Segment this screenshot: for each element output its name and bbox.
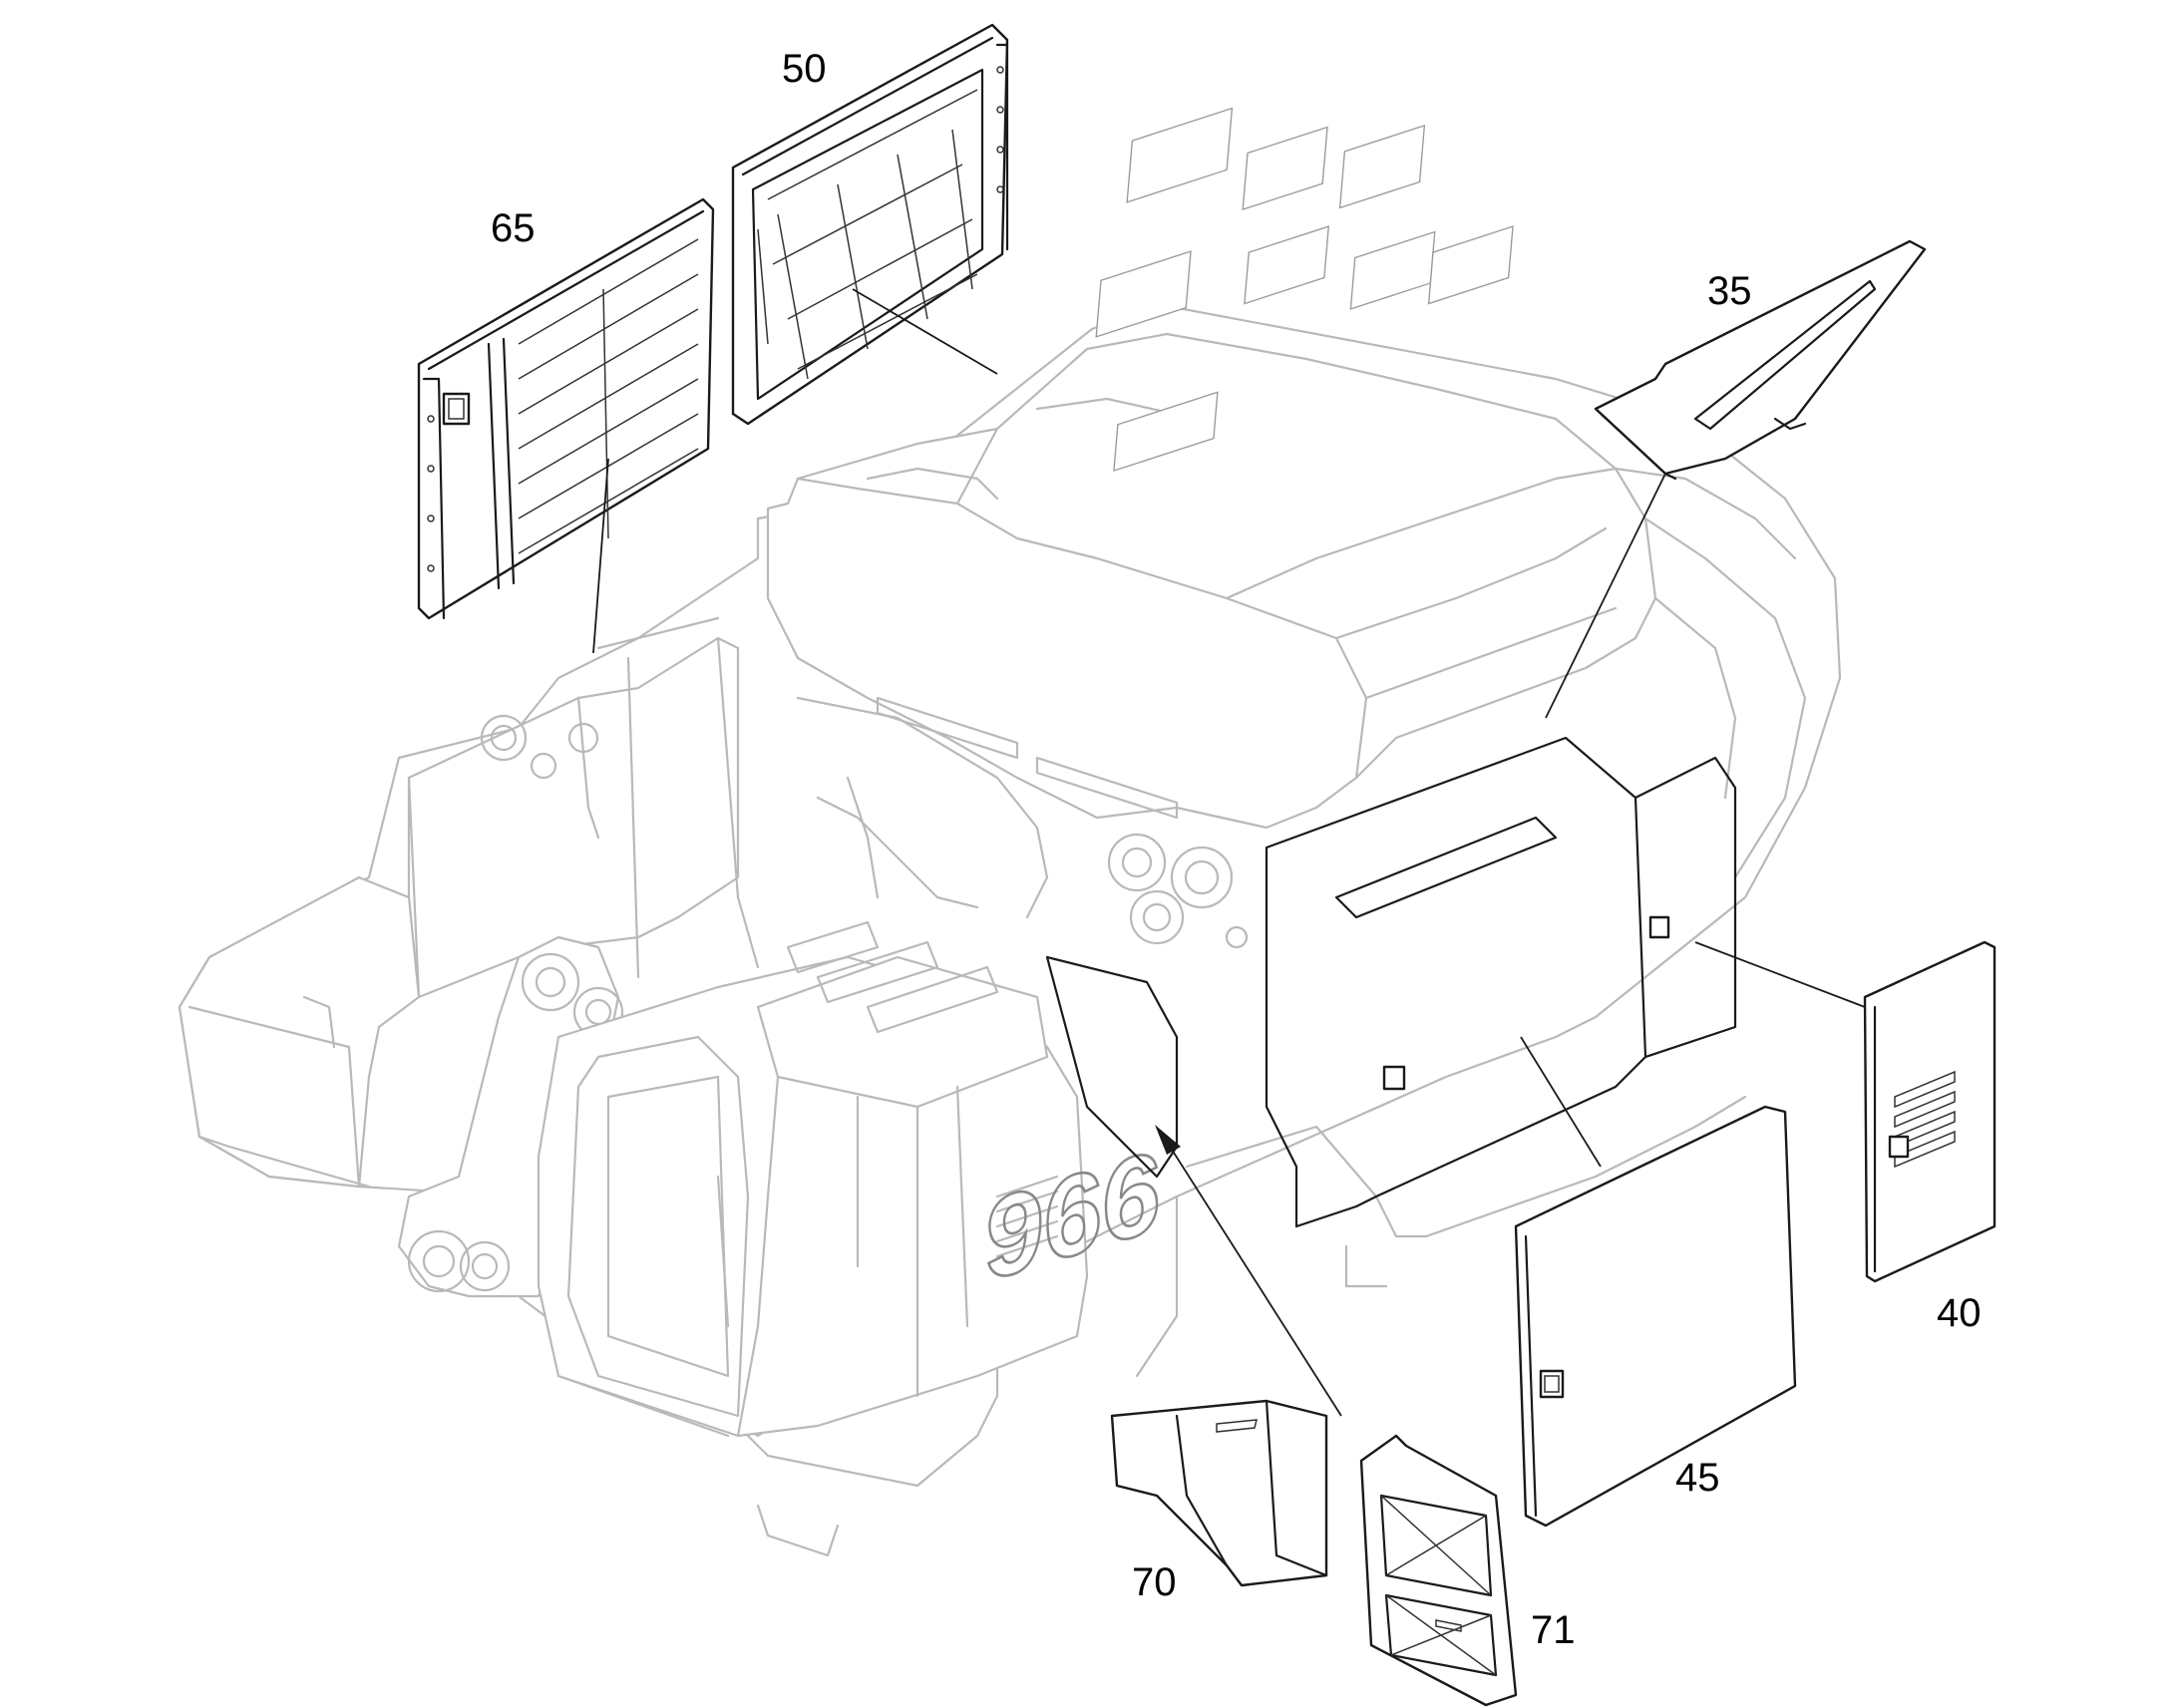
callout-50: 50 (782, 47, 827, 91)
hood-grille (1095, 107, 1514, 473)
part-70-bracket-plate (1110, 1399, 1328, 1587)
part-45-large-side-door (1514, 1105, 1797, 1528)
callout-45: 45 (1675, 1456, 1720, 1500)
callout-labels: 35 40 45 50 65 70 71 (491, 47, 1982, 1652)
leader-arrowhead (1155, 1125, 1181, 1155)
part-65-louvered-door (417, 197, 715, 620)
leader-lines (592, 288, 1866, 1417)
callout-70: 70 (1132, 1560, 1177, 1604)
callout-40: 40 (1937, 1291, 1982, 1335)
part-71-framed-panel (1359, 1434, 1518, 1707)
callout-35: 35 (1707, 269, 1752, 313)
callout-65: 65 (491, 206, 536, 250)
part-50-grille-door (731, 23, 1009, 426)
part-40-side-door (1863, 940, 1997, 1283)
operator-cab (537, 920, 1089, 1557)
part-35-top-cover (1594, 239, 1927, 481)
callout-71: 71 (1531, 1608, 1576, 1652)
